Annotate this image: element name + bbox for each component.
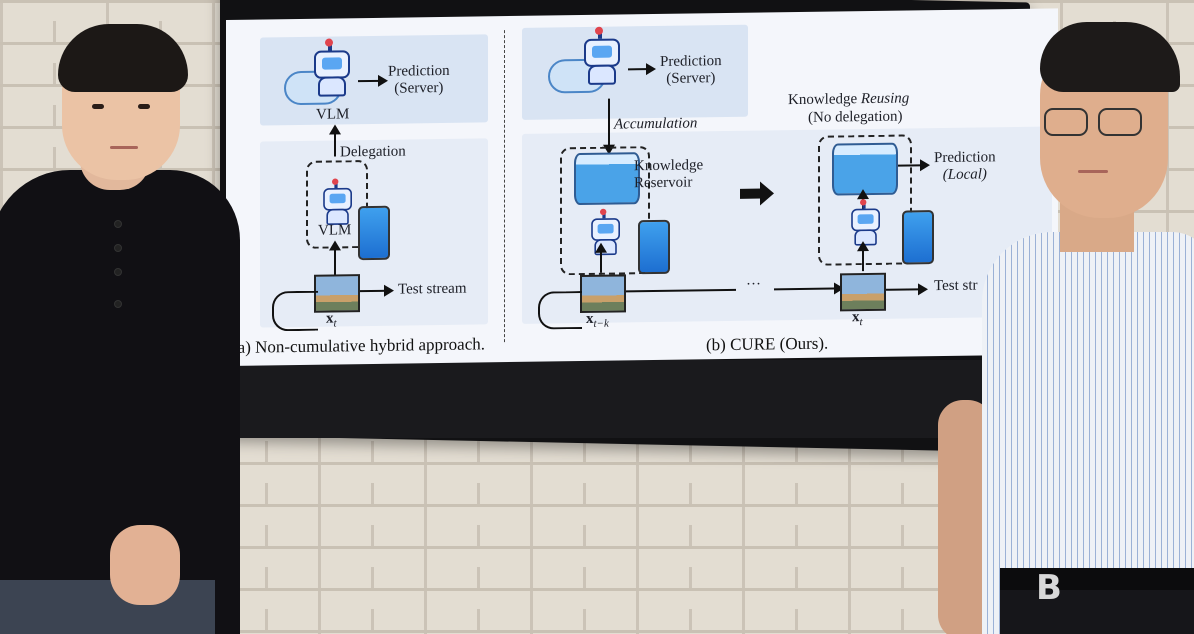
shirt-button bbox=[114, 220, 122, 228]
glasses-icon bbox=[1098, 108, 1142, 136]
eye bbox=[138, 104, 150, 109]
right-person-hair bbox=[1040, 22, 1180, 92]
eye bbox=[92, 104, 104, 109]
right-person-shirt bbox=[982, 232, 1194, 634]
delegation-label: Delegation bbox=[340, 143, 406, 161]
local-prediction-label: Prediction(Local) bbox=[934, 149, 996, 183]
arrow-up-icon bbox=[862, 247, 864, 272]
arrow-icon bbox=[360, 289, 392, 293]
knowledge-reservoir-icon bbox=[832, 142, 898, 196]
knowledge-reusing-label: Knowledge Reusing bbox=[788, 90, 910, 109]
arrow-down-icon bbox=[608, 98, 610, 149]
test-image-thumbnail bbox=[314, 274, 360, 313]
test-image-thumbnail bbox=[580, 274, 626, 314]
panel-a-xt-label: xt bbox=[326, 310, 337, 330]
arrow-up-icon bbox=[334, 246, 336, 275]
arrow-up-icon bbox=[600, 248, 602, 273]
panel-b-caption: (b) CURE (Ours). bbox=[706, 333, 829, 355]
glasses-icon bbox=[1044, 108, 1088, 136]
arrow-icon bbox=[358, 79, 386, 83]
arrow-icon bbox=[628, 68, 654, 71]
panel-a-vlm-server-label: VLM bbox=[316, 106, 350, 123]
arrow-icon bbox=[898, 164, 928, 167]
left-person-hand bbox=[110, 525, 180, 605]
arrow-up-icon bbox=[334, 130, 336, 157]
accumulation-label: Accumulation bbox=[614, 115, 698, 133]
arrow-icon bbox=[886, 288, 926, 291]
stream-curve bbox=[272, 290, 318, 332]
shirt-button bbox=[114, 244, 122, 252]
panel-b-prediction-label: Prediction(Server) bbox=[660, 53, 722, 87]
phone-icon bbox=[358, 205, 390, 261]
panel-b-xt-label: xt bbox=[852, 309, 863, 329]
left-person-hair bbox=[58, 24, 188, 92]
mouth bbox=[1078, 170, 1108, 173]
panel-a-vlm-local-label: VLM bbox=[318, 222, 352, 239]
robot-icon bbox=[846, 202, 881, 246]
robot-icon bbox=[578, 30, 622, 85]
tv-bezel bbox=[228, 360, 988, 438]
knowledge-reservoir-icon bbox=[574, 152, 640, 206]
panel-b-xtk-label: xt−k bbox=[586, 310, 609, 330]
panel-a-caption: (a) Non-cumulative hybrid approach. bbox=[232, 334, 486, 357]
panel-a-test-stream-label: Test stream bbox=[398, 280, 467, 298]
stream-curve bbox=[538, 291, 582, 330]
panel-a-prediction-label: Prediction(Server) bbox=[388, 62, 450, 97]
phone-icon bbox=[902, 210, 934, 265]
test-image-thumbnail bbox=[840, 272, 886, 312]
no-delegation-label: (No delegation) bbox=[808, 108, 903, 126]
panel-b-test-stream-label: Test str bbox=[934, 277, 978, 295]
belt-buckle-logo: B bbox=[1036, 568, 1062, 608]
shirt-button bbox=[114, 268, 122, 276]
robot-icon bbox=[308, 42, 352, 97]
belt bbox=[1000, 568, 1194, 590]
big-arrow-icon bbox=[740, 188, 762, 199]
mouth bbox=[110, 146, 138, 149]
left-person-jeans bbox=[0, 580, 215, 634]
tv-screen: Prediction(Server) VLM Delegation VLM Te… bbox=[226, 8, 1058, 367]
phone-icon bbox=[638, 219, 670, 275]
robot-icon bbox=[318, 181, 353, 225]
stream-ellipsis: ··· bbox=[746, 276, 761, 293]
panel-divider bbox=[504, 30, 505, 343]
shirt-button bbox=[114, 300, 122, 308]
